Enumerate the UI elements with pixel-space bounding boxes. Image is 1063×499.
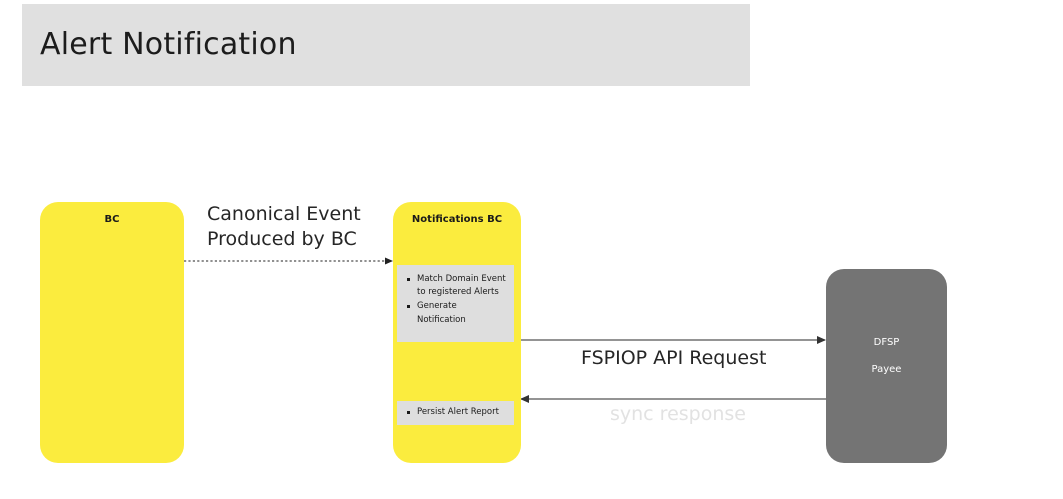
task-box-match-generate[interactable]: Match Domain Event to registered Alerts … (397, 265, 514, 342)
title-banner: Alert Notification (22, 4, 750, 86)
lane-bc[interactable]: BC (40, 202, 184, 463)
lane-notifications-bc-title: Notifications BC (411, 214, 503, 225)
connector-label-sync-response: sync response (610, 403, 746, 425)
lane-dfsp-labels: DFSP Payee (826, 337, 947, 375)
lane-dfsp-payee[interactable]: DFSP Payee (826, 269, 947, 463)
list-item: Persist Alert Report (403, 406, 508, 419)
task-bullet-list: Persist Alert Report (403, 406, 508, 419)
lane-bc-title: BC (104, 214, 120, 225)
page-title: Alert Notification (40, 27, 297, 62)
lane-dfsp-subtitle: Payee (871, 364, 902, 375)
lane-dfsp-title: DFSP (873, 337, 900, 348)
list-item: Generate Notification (403, 300, 508, 326)
connector-label-fspiop-request: FSPIOP API Request (581, 347, 767, 369)
task-bullet-list: Match Domain Event to registered Alerts … (403, 273, 508, 327)
list-item: Match Domain Event to registered Alerts (403, 273, 508, 299)
task-box-persist-alert-report[interactable]: Persist Alert Report (397, 401, 514, 425)
connector-label-canonical-event: Canonical Event Produced by BC (207, 203, 361, 251)
